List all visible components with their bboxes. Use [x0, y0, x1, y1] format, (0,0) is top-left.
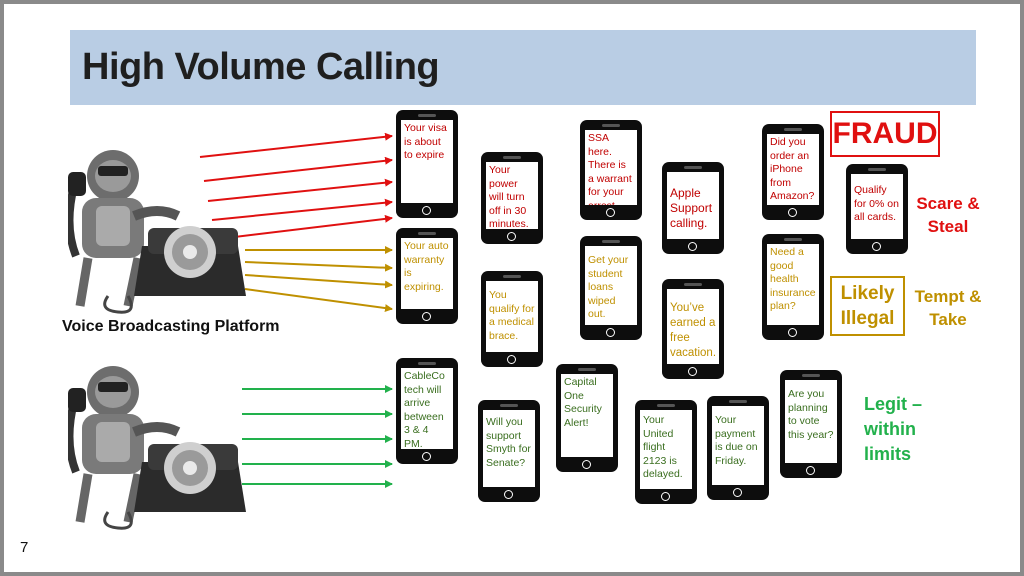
message-text: Will you support Smyth for Senate? [483, 410, 535, 487]
home-button-icon [606, 328, 615, 337]
message-text: Need a good health insurance plan? [767, 244, 819, 325]
title-bar: High Volume Calling [70, 30, 976, 105]
message-text: Your auto warranty is expiring. [401, 238, 453, 309]
home-button-icon [661, 492, 670, 501]
phone-cableco: CableCo tech will arrive between 3 & 4 P… [396, 358, 458, 464]
home-button-icon [504, 490, 513, 499]
home-button-icon [806, 466, 815, 475]
home-button-icon [788, 328, 797, 337]
phone-auto-warranty: Your auto warranty is expiring. [396, 228, 458, 324]
home-button-icon [422, 452, 431, 461]
message-text: Your power will turn off in 30 minutes. [486, 162, 538, 229]
phone-iphone: Did you order an iPhone from Amazon? [762, 124, 824, 220]
message-text: Your United flight 2123 is delayed. [640, 410, 692, 489]
call-arrows [199, 132, 393, 488]
phone-flight: Your United flight 2123 is delayed. [635, 400, 697, 504]
phone-loans: Get your student loans wiped out. [580, 236, 642, 340]
legit-arrows [242, 385, 393, 488]
message-text: CableCo tech will arrive between 3 & 4 P… [401, 368, 453, 449]
home-button-icon [872, 242, 881, 251]
robot-telephone-image [68, 366, 246, 530]
phone-power: Your power will turn off in 30 minutes. [481, 152, 543, 244]
message-text: Qualify for 0% on all cards. [851, 174, 903, 239]
message-text: Did you order an iPhone from Amazon? [767, 134, 819, 205]
likely-illegal-arrows [244, 246, 393, 313]
home-button-icon [606, 208, 615, 217]
phone-zero-percent: Qualify for 0% on all cards. [846, 164, 908, 254]
page-title: High Volume Calling [82, 46, 440, 88]
message-text: You qualify for a medical brace. [486, 281, 538, 352]
message-text: SSA here. There is a warrant for your ar… [585, 130, 637, 205]
message-text: Your visa is about to expire [401, 120, 453, 203]
phone-capital-one: Capital One Security Alert! [556, 364, 618, 472]
phone-vacation: You’ve earned a free vacation. [662, 279, 724, 379]
phone-apple: Apple Support calling. [662, 162, 724, 254]
message-text: Get your student loans wiped out. [585, 246, 637, 325]
scare-steal-label: Scare & Steal [916, 194, 980, 236]
home-button-icon [688, 242, 697, 251]
phone-ssa: SSA here. There is a warrant for your ar… [580, 120, 642, 220]
legit-label: Legit – within limits [864, 394, 923, 464]
message-text: You’ve earned a free vacation. [667, 289, 719, 364]
likely-illegal-label: Likely Illegal [830, 276, 905, 336]
home-button-icon [422, 312, 431, 321]
fraud-arrows [199, 132, 393, 240]
slide: High Volume Calling [4, 4, 1020, 572]
phone-payment: Your payment is due on Friday. [707, 396, 769, 500]
home-button-icon [788, 208, 797, 217]
message-text: Capital One Security Alert! [561, 374, 613, 457]
phone-visa: Your visa is about to expire [396, 110, 458, 218]
phone-senate: Will you support Smyth for Senate? [478, 400, 540, 502]
home-button-icon [733, 488, 742, 497]
fraud-label: FRAUD [830, 111, 940, 157]
robot-telephone-image [68, 150, 246, 314]
message-text: Are you planning to vote this year? [785, 380, 837, 463]
home-button-icon [422, 206, 431, 215]
message-text: Apple Support calling. [667, 172, 719, 239]
home-button-icon [507, 355, 516, 364]
phone-vote: Are you planning to vote this year? [780, 370, 842, 478]
platform-label: Voice Broadcasting Platform [62, 318, 280, 335]
home-button-icon [507, 232, 516, 241]
home-button-icon [582, 460, 591, 469]
tempt-take-label: Tempt & Take [914, 287, 982, 329]
home-button-icon [688, 367, 697, 376]
phone-insurance: Need a good health insurance plan? [762, 234, 824, 340]
message-text: Your payment is due on Friday. [712, 406, 764, 485]
phone-medical: You qualify for a medical brace. [481, 271, 543, 367]
page-number: 7 [20, 539, 29, 556]
